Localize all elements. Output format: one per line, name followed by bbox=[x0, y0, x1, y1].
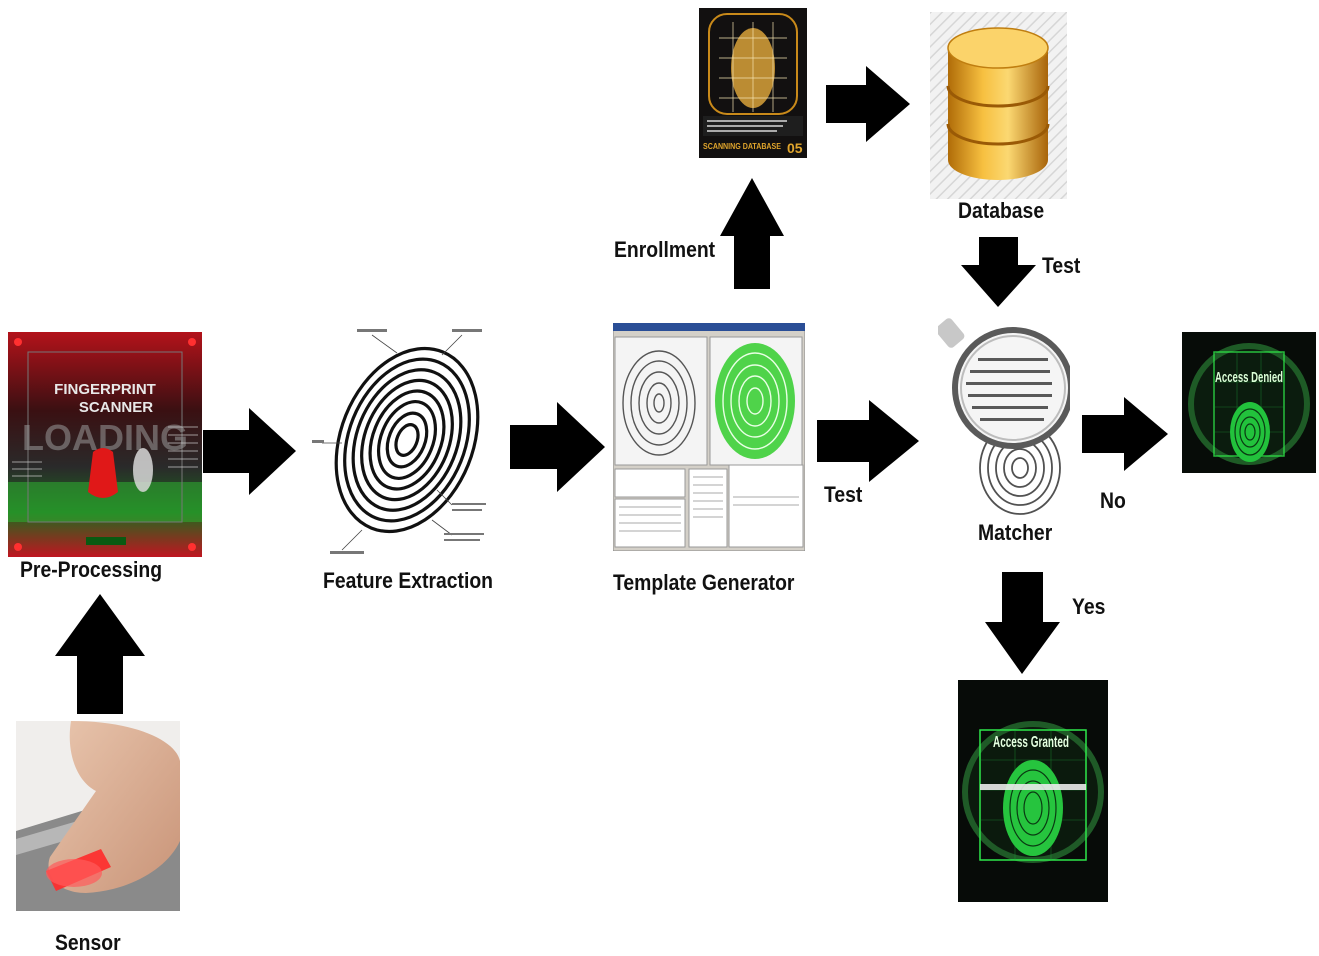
edge-label-test-database: Test bbox=[1042, 253, 1081, 278]
scanner-title-1: FINGERPRINT bbox=[54, 381, 156, 398]
access-granted-image: Access Granted bbox=[958, 680, 1108, 902]
feature-extraction-label: Feature Extraction bbox=[323, 568, 493, 593]
arrow-feature-to-template bbox=[510, 402, 605, 492]
edge-label-yes: Yes bbox=[1072, 594, 1106, 619]
arrow-template-to-enrollment bbox=[720, 178, 784, 289]
template-generator-image bbox=[613, 323, 805, 551]
arrow-sensor-to-preprocessing bbox=[55, 594, 145, 714]
arrow-database-to-matcher bbox=[961, 237, 1036, 307]
arrow-matcher-to-denied bbox=[1082, 397, 1168, 471]
arrow-template-to-matcher bbox=[817, 400, 919, 482]
arrow-preprocessing-to-feature bbox=[203, 408, 296, 495]
access-denied-image: Access Denied bbox=[1182, 332, 1316, 473]
preprocessing-label: Pre-Processing bbox=[20, 557, 163, 582]
preprocessing-scanner-image: FINGERPRINT SCANNER LOADING bbox=[8, 332, 202, 557]
database-label: Database bbox=[958, 198, 1045, 223]
scanning-database-caption: SCANNING DATABASE bbox=[703, 141, 781, 151]
matcher-image bbox=[938, 318, 1070, 518]
access-denied-text: Access Denied bbox=[1215, 369, 1283, 386]
template-generator-label: Template Generator bbox=[613, 570, 795, 595]
sensor-label: Sensor bbox=[55, 930, 121, 955]
edge-label-enrollment: Enrollment bbox=[614, 237, 716, 262]
arrow-matcher-to-granted bbox=[985, 572, 1060, 674]
scanning-database-code: 05 bbox=[787, 140, 803, 156]
sensor-image bbox=[16, 721, 180, 911]
edge-label-test-template: Test bbox=[824, 482, 863, 507]
arrow-enrollment-to-database bbox=[826, 66, 910, 142]
scanner-title-2: SCANNER bbox=[79, 399, 153, 416]
matcher-label: Matcher bbox=[978, 520, 1053, 545]
edge-label-no: No bbox=[1100, 488, 1126, 513]
access-granted-text: Access Granted bbox=[993, 734, 1069, 751]
database-image bbox=[930, 12, 1067, 199]
enrollment-scan-image: SCANNING DATABASE 05 bbox=[699, 8, 807, 158]
feature-extraction-image bbox=[312, 325, 492, 560]
